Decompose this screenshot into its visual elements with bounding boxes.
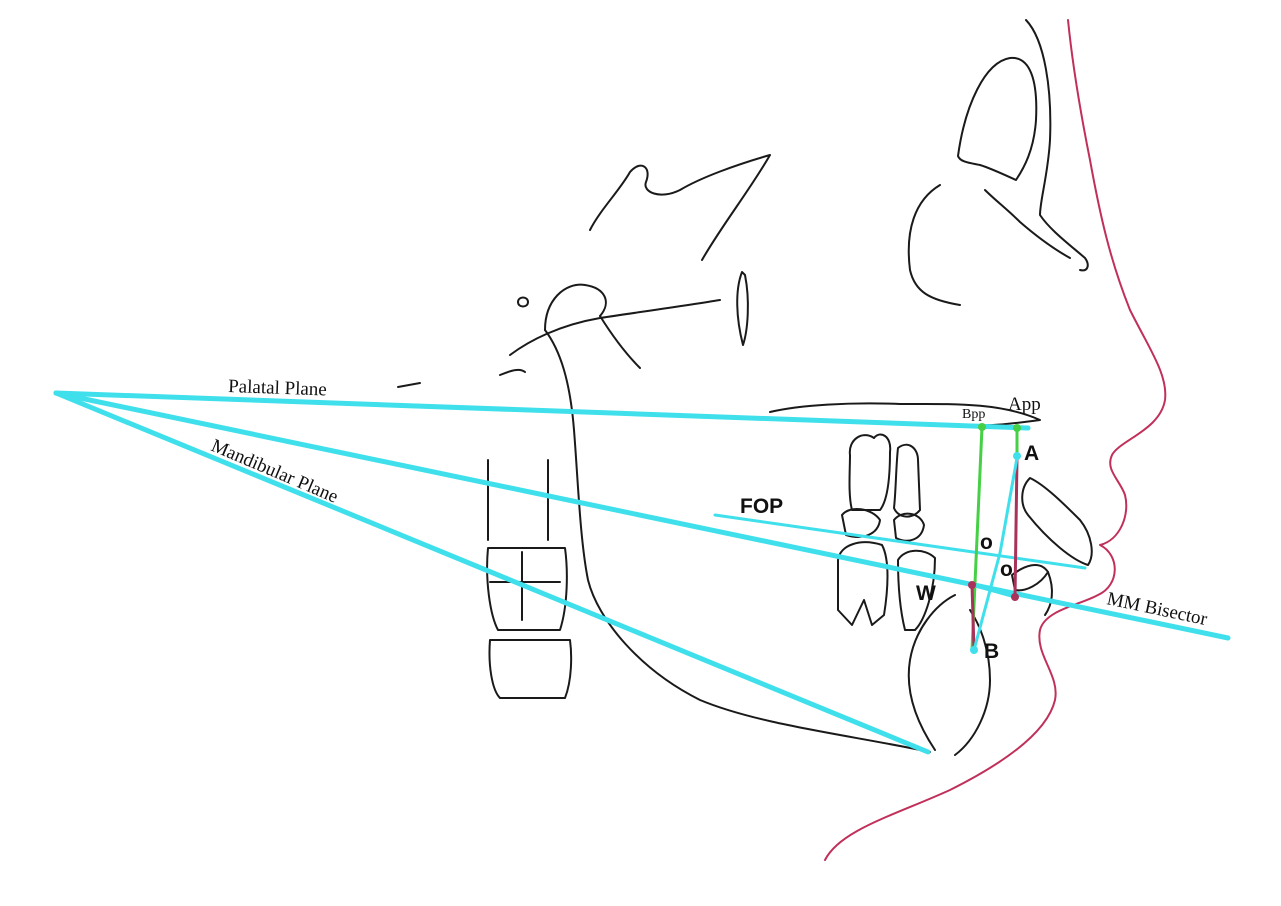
- premolar-crowns: [841, 508, 925, 542]
- hard-palate: [769, 402, 1041, 427]
- nasal-contour: [1025, 19, 1089, 272]
- skull-tracing: [397, 19, 1093, 756]
- ear-rod-marker: [517, 296, 529, 308]
- w-maroon-point: [968, 581, 976, 589]
- app-point: [1013, 424, 1021, 432]
- a-point-projection-line: [1013, 457, 1019, 598]
- upper-incisor: [1021, 477, 1093, 566]
- cervical-vertebra-3: [488, 639, 573, 699]
- pterygomaxillary-fissure: [736, 271, 749, 346]
- orbit-outline: [957, 56, 1038, 181]
- posterior-pharynx: [499, 368, 526, 376]
- projection-lines: [970, 426, 1019, 652]
- nasal-floor-contour: [984, 189, 1071, 259]
- point-o-lower-label: o: [1000, 558, 1013, 581]
- sella-turcica: [589, 154, 771, 261]
- functional-occlusal-plane-line: [713, 513, 1087, 570]
- landmark-points: [968, 423, 1021, 654]
- bpp-point: [978, 423, 986, 431]
- palatal-plane-label: Palatal Plane: [228, 376, 327, 400]
- point-a-label: A: [1024, 442, 1039, 465]
- cranial-base: [509, 299, 721, 356]
- bpp-label: Bpp: [962, 407, 985, 422]
- ramus-anterior: [599, 315, 641, 369]
- a-to-o-connector: [998, 456, 1019, 555]
- symphysis: [907, 594, 991, 756]
- bisector-maroon-point: [1011, 593, 1019, 601]
- upper-molar-1: [848, 433, 892, 511]
- app-label: App: [1008, 394, 1041, 415]
- lower-lip-inner: [1044, 571, 1053, 616]
- cervical-vertebra-1: [487, 459, 549, 541]
- reference-planes: [53, 390, 1231, 755]
- zygoma-contour: [907, 184, 961, 306]
- point-b-label: B: [984, 640, 999, 663]
- lower-molar-1: [837, 541, 889, 626]
- fop-label: FOP: [740, 495, 783, 518]
- ramus-posterior: [544, 329, 931, 753]
- basion-mark: [397, 382, 421, 388]
- b-point-projection-line: [970, 584, 976, 651]
- lower-molar-2: [897, 549, 936, 631]
- palatal-plane-line: [53, 390, 1031, 431]
- point-w-label: W: [916, 582, 936, 605]
- upper-molar-2: [893, 443, 921, 518]
- b-point: [970, 646, 978, 654]
- o-to-b-connector: [972, 551, 1002, 652]
- mandibular-plane-line: [53, 390, 931, 755]
- condyle: [544, 283, 607, 331]
- point-o-upper-label: o: [980, 531, 993, 554]
- lower-incisor: [1011, 564, 1049, 592]
- a-point: [1013, 452, 1021, 460]
- mm-bisector-line: [53, 390, 1231, 641]
- soft-tissue-profile: [824, 19, 1167, 861]
- w-bisector-connector: [970, 583, 1017, 599]
